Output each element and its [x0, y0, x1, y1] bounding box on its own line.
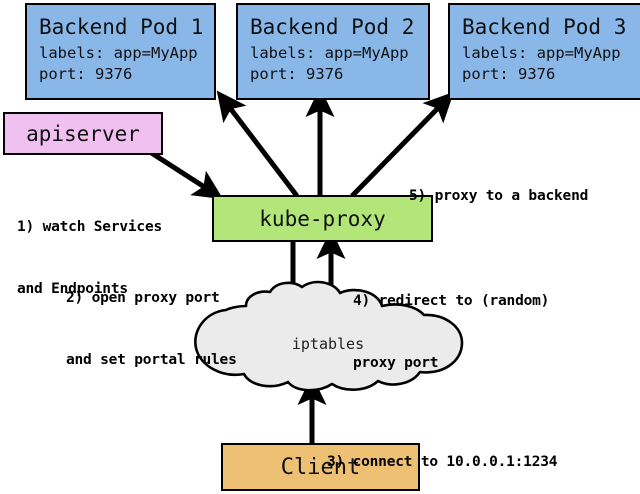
- step-4-note: 4) redirect to (random) proxy port: [353, 250, 549, 415]
- step-3-line1: 3) connect to 10.0.0.1:1234: [327, 454, 558, 471]
- step-1-note: 1) watch Services and Endpoints: [17, 176, 162, 341]
- backend-pod-3-port: port: 9376: [462, 65, 556, 84]
- step-2-line1: 2) open proxy port: [66, 290, 220, 307]
- step-4-line2: proxy port: [353, 354, 439, 371]
- backend-pod-1-port: port: 9376: [39, 65, 133, 84]
- backend-pod-1-labels: labels: app=MyApp: [39, 44, 198, 62]
- step-2-note: 2) open proxy port and set portal rules: [66, 247, 237, 412]
- backend-pod-1-box: Backend Pod 1 labels: app=MyApp port: 93…: [25, 3, 216, 100]
- backend-pod-2-title: Backend Pod 2: [250, 15, 415, 40]
- step-5-note: 5) proxy to a backend: [409, 145, 588, 248]
- backend-pod-3-title: Backend Pod 3: [462, 15, 627, 40]
- backend-pod-2-box: Backend Pod 2 labels: app=MyApp port: 93…: [236, 3, 430, 100]
- backend-pod-3-box: Backend Pod 3 labels: app=MyApp port: 93…: [448, 3, 640, 100]
- step-3-note: 3) connect to 10.0.0.1:1234: [327, 411, 558, 494]
- backend-pod-2-port: port: 9376: [250, 65, 344, 84]
- step-2-line2: and set portal rules: [66, 351, 237, 368]
- client-title: Client: [280, 454, 361, 480]
- kube-proxy-box: kube-proxy: [212, 195, 433, 242]
- step-5-line1: 5) proxy to a backend: [409, 188, 589, 205]
- backend-pod-3-labels: labels: app=MyApp: [462, 44, 621, 62]
- apiserver-title: apiserver: [26, 121, 140, 146]
- client-box: Client: [221, 443, 420, 491]
- step-1-line1: 1) watch Services: [17, 219, 163, 236]
- backend-pod-2-labels: labels: app=MyApp: [250, 44, 409, 62]
- backend-pod-1-title: Backend Pod 1: [39, 15, 204, 40]
- step-4-line1: 4) redirect to (random): [353, 293, 550, 310]
- kube-proxy-title: kube-proxy: [259, 206, 386, 231]
- arrow-kubeproxy-to-pod1: [216, 90, 299, 198]
- apiserver-box: apiserver: [3, 112, 163, 155]
- step-1-line2: and Endpoints: [17, 280, 128, 297]
